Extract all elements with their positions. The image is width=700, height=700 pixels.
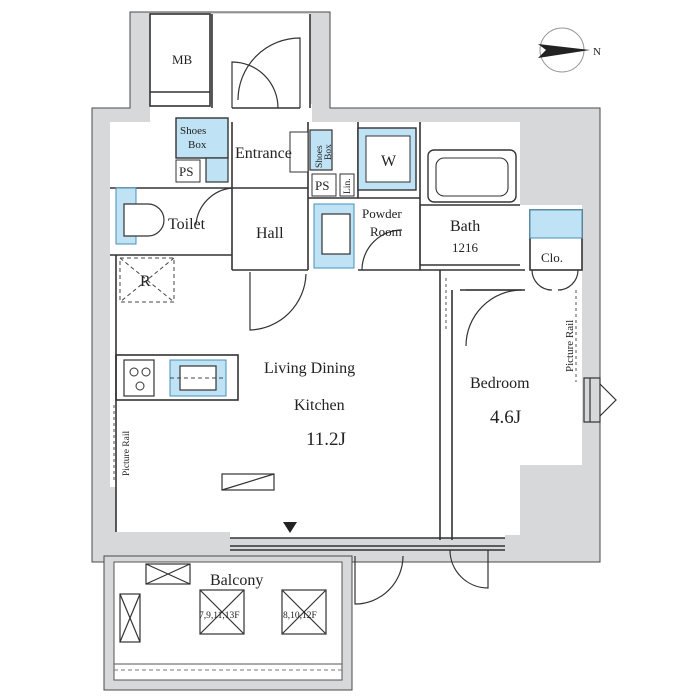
- label-balcony: Balcony: [210, 572, 263, 589]
- entry-marker-icon: [283, 522, 297, 533]
- label-picture-rail-right: Picture Rail: [564, 320, 576, 372]
- label-bedroom: Bedroom: [470, 375, 530, 392]
- label-entrance: Entrance: [235, 145, 292, 162]
- label-washer: W: [381, 153, 397, 170]
- label-bedroom-area: 4.6J: [490, 407, 521, 428]
- label-living-area: 11.2J: [306, 429, 346, 450]
- label-bath-size: 1216: [452, 240, 479, 255]
- label-mb: MB: [172, 52, 193, 67]
- label-ps-2: PS: [315, 178, 329, 193]
- label-powder-b: Room: [370, 224, 402, 239]
- label-ps-1: PS: [179, 164, 193, 179]
- room-labels: MB Shoes Box Entrance Shoes Box W PS PS …: [122, 52, 576, 621]
- picture-rails: [113, 278, 577, 480]
- label-refrigerator: R: [140, 273, 151, 290]
- label-closet: Clo.: [541, 250, 563, 265]
- label-hall: Hall: [256, 225, 284, 242]
- label-lin: Lin.: [343, 178, 353, 194]
- label-floors-b: 8,10,12F: [283, 611, 317, 621]
- door-swings: [195, 37, 579, 605]
- label-floors-a: 7,9,11,13F: [199, 611, 240, 621]
- ac-units: [119, 473, 327, 643]
- fixtures: [115, 117, 583, 397]
- label-shoes-box-2-b: Box: [324, 144, 334, 160]
- dashed-markings: [119, 257, 226, 379]
- north-arrow-icon: N: [538, 27, 601, 73]
- north-label: N: [593, 46, 601, 58]
- label-kitchen: Kitchen: [294, 397, 345, 414]
- side-window: [583, 377, 617, 423]
- label-picture-rail-left: Picture Rail: [122, 431, 132, 476]
- wall-mass: [91, 11, 601, 563]
- label-shoes-box-1-a: Shoes: [180, 125, 206, 137]
- label-shoes-box-1-b: Box: [188, 139, 207, 151]
- label-powder-a: Powder: [362, 206, 402, 221]
- label-living-dining: Living Dining: [264, 360, 355, 377]
- label-shoes-box-2-a: Shoes: [315, 145, 325, 168]
- label-bath: Bath: [450, 218, 480, 235]
- label-toilet: Toilet: [168, 216, 206, 233]
